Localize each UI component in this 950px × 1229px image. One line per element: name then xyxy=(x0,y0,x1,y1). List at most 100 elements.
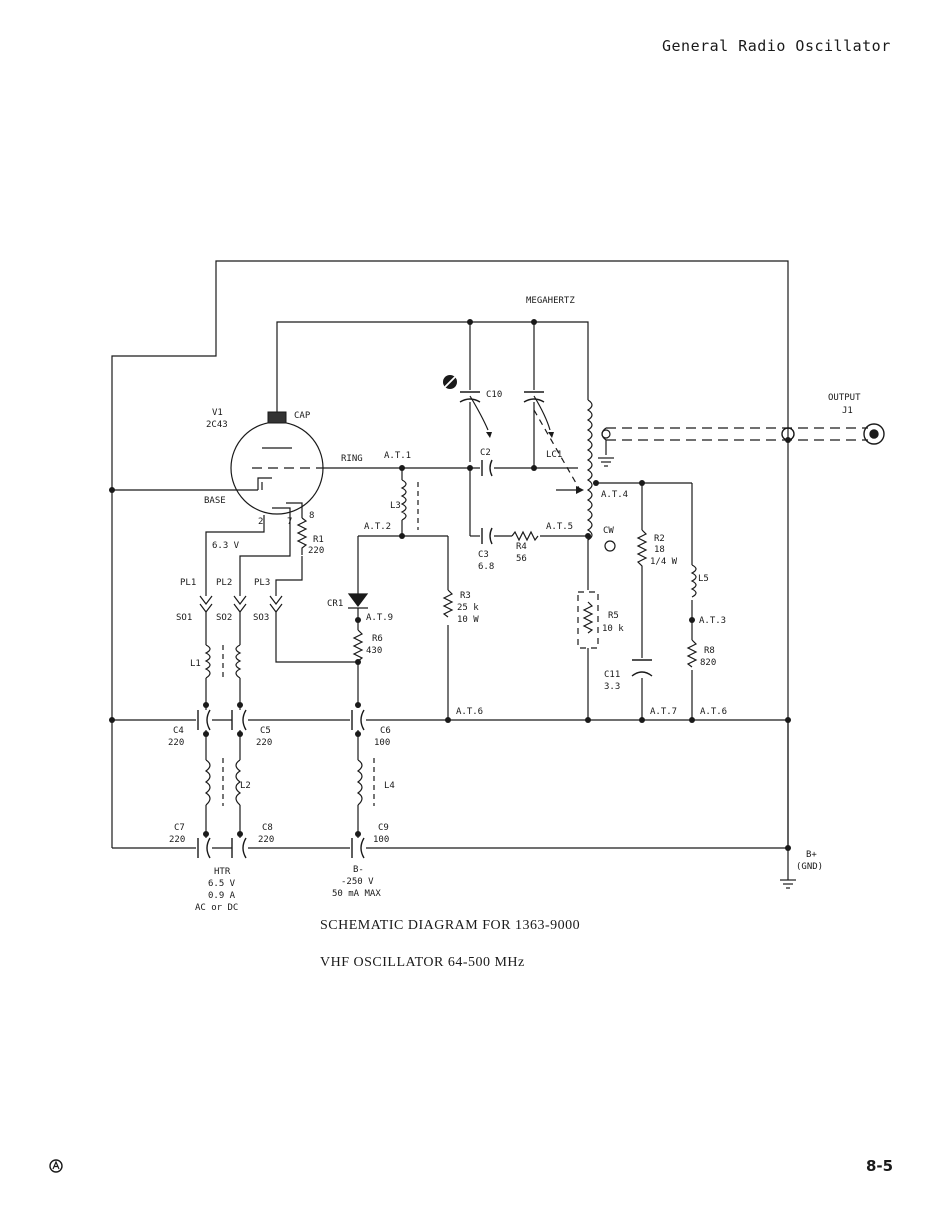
label-r8-value: 820 xyxy=(700,658,716,668)
tuning-arrows xyxy=(469,395,581,491)
label-ring: RING xyxy=(341,454,363,464)
label-at4: A.T.4 xyxy=(601,490,628,500)
diagram-caption-line2: VHF OSCILLATOR 64-500 MHz xyxy=(320,955,525,970)
label-j1: J1 xyxy=(842,406,853,416)
label-r3: R3 xyxy=(460,591,471,601)
label-c11: C11 xyxy=(604,670,620,680)
label-r1-value: 220 xyxy=(308,546,324,556)
label-pl2: PL2 xyxy=(216,578,232,588)
plug-symbols xyxy=(199,595,283,613)
label-at1: A.T.1 xyxy=(384,451,411,461)
label-c7: C7 xyxy=(174,823,185,833)
label-so3: SO3 xyxy=(253,613,269,623)
label-c8: C8 xyxy=(262,823,273,833)
label-c5: C5 xyxy=(260,726,271,736)
label-r5: R5 xyxy=(608,611,619,621)
label-c9: C9 xyxy=(378,823,389,833)
label-at7: A.T.7 xyxy=(650,707,677,717)
label-htr-current: 0.9 A xyxy=(208,891,236,901)
label-at2: A.T.2 xyxy=(364,522,391,532)
label-so1: SO1 xyxy=(176,613,192,623)
label-c7-value: 220 xyxy=(169,835,185,845)
label-l5: L5 xyxy=(698,574,709,584)
diagram-caption-line1: SCHEMATIC DIAGRAM FOR 1363-9000 xyxy=(320,918,581,933)
label-r2-value: 18 xyxy=(654,545,665,555)
label-htr: HTR xyxy=(214,867,231,877)
label-r4-value: 56 xyxy=(516,554,527,564)
label-pl1: PL1 xyxy=(180,578,196,588)
label-gnd: (GND) xyxy=(796,862,823,872)
cw-indicator-icon xyxy=(604,540,616,552)
label-pl3: PL3 xyxy=(254,578,270,588)
label-cap: CAP xyxy=(294,411,311,421)
label-at5: A.T.5 xyxy=(546,522,573,532)
label-htr-acdc: AC or DC xyxy=(195,903,238,913)
label-b-minus: B- xyxy=(353,865,364,875)
output-coax xyxy=(606,427,868,441)
label-c4-value: 220 xyxy=(168,738,184,748)
chassis-outline xyxy=(111,260,789,848)
label-at6a: A.T.6 xyxy=(456,707,483,717)
label-b-minus-voltage: -250 V xyxy=(341,877,374,887)
label-cw: CW xyxy=(603,526,614,536)
resistor-symbols xyxy=(296,517,698,668)
junction-dots xyxy=(109,319,791,851)
diode-cr1 xyxy=(347,593,369,609)
label-c6: C6 xyxy=(380,726,391,736)
label-r6: R6 xyxy=(372,634,383,644)
label-htr-voltage: 6.5 V xyxy=(208,879,236,889)
label-l1: L1 xyxy=(190,659,201,669)
label-r2-wattage: 1/4 W xyxy=(650,557,678,567)
label-pin2: 2 xyxy=(258,517,263,527)
label-c5-value: 220 xyxy=(256,738,272,748)
label-at9: A.T.9 xyxy=(366,613,393,623)
label-r3-value: 25 k xyxy=(457,603,479,613)
cap-terminal xyxy=(267,411,287,424)
label-megahertz: MEGAHERTZ xyxy=(526,296,575,306)
label-c4: C4 xyxy=(173,726,184,736)
label-l4: L4 xyxy=(384,781,395,791)
label-b-plus: B+ xyxy=(806,850,817,860)
coupling-loop xyxy=(601,427,611,455)
plate-bus-wire xyxy=(276,321,589,423)
label-v1-type: 2C43 xyxy=(206,420,228,430)
label-so2: SO2 xyxy=(216,613,232,623)
label-r5-value: 10 k xyxy=(602,624,624,634)
label-r3-wattage: 10 W xyxy=(457,615,479,625)
label-at6b: A.T.6 xyxy=(700,707,727,717)
label-c6-value: 100 xyxy=(374,738,390,748)
label-r1: R1 xyxy=(313,535,324,545)
capacitor-symbols xyxy=(197,391,653,859)
label-lc1: LC1 xyxy=(546,450,562,460)
label-b-minus-current: 50 mA MAX xyxy=(332,889,381,899)
label-r2: R2 xyxy=(654,534,665,544)
label-c2: C2 xyxy=(480,448,491,458)
label-c11-value: 3.3 xyxy=(604,682,620,692)
label-r6-value: 430 xyxy=(366,646,382,656)
adjust-screw-icon xyxy=(443,375,457,389)
label-heater-voltage: 6.3 V xyxy=(212,541,240,551)
label-pin8: 8 xyxy=(309,511,314,521)
label-at3: A.T.3 xyxy=(699,616,726,626)
label-pin7: 7 xyxy=(287,517,292,527)
label-c8-value: 220 xyxy=(258,835,274,845)
general-radio-logo-icon xyxy=(49,1159,63,1173)
label-c3-value: 6.8 xyxy=(478,562,494,572)
arrow-heads xyxy=(486,432,584,494)
label-r8: R8 xyxy=(704,646,715,656)
label-c10: C10 xyxy=(486,390,502,400)
page-number: 8-5 xyxy=(866,1157,894,1175)
label-l3: L3 xyxy=(390,501,401,511)
tube-v1 xyxy=(230,421,324,515)
label-base: BASE xyxy=(204,496,226,506)
label-c9-value: 100 xyxy=(373,835,389,845)
inductor-symbols xyxy=(204,399,697,806)
ground-symbol-icon xyxy=(598,457,796,889)
label-l2: L2 xyxy=(240,781,251,791)
page-header-title: General Radio Oscillator xyxy=(662,37,891,55)
label-cr1: CR1 xyxy=(327,599,343,609)
label-output: OUTPUT xyxy=(828,393,861,403)
label-c3: C3 xyxy=(478,550,489,560)
output-jack-icon xyxy=(781,423,885,445)
